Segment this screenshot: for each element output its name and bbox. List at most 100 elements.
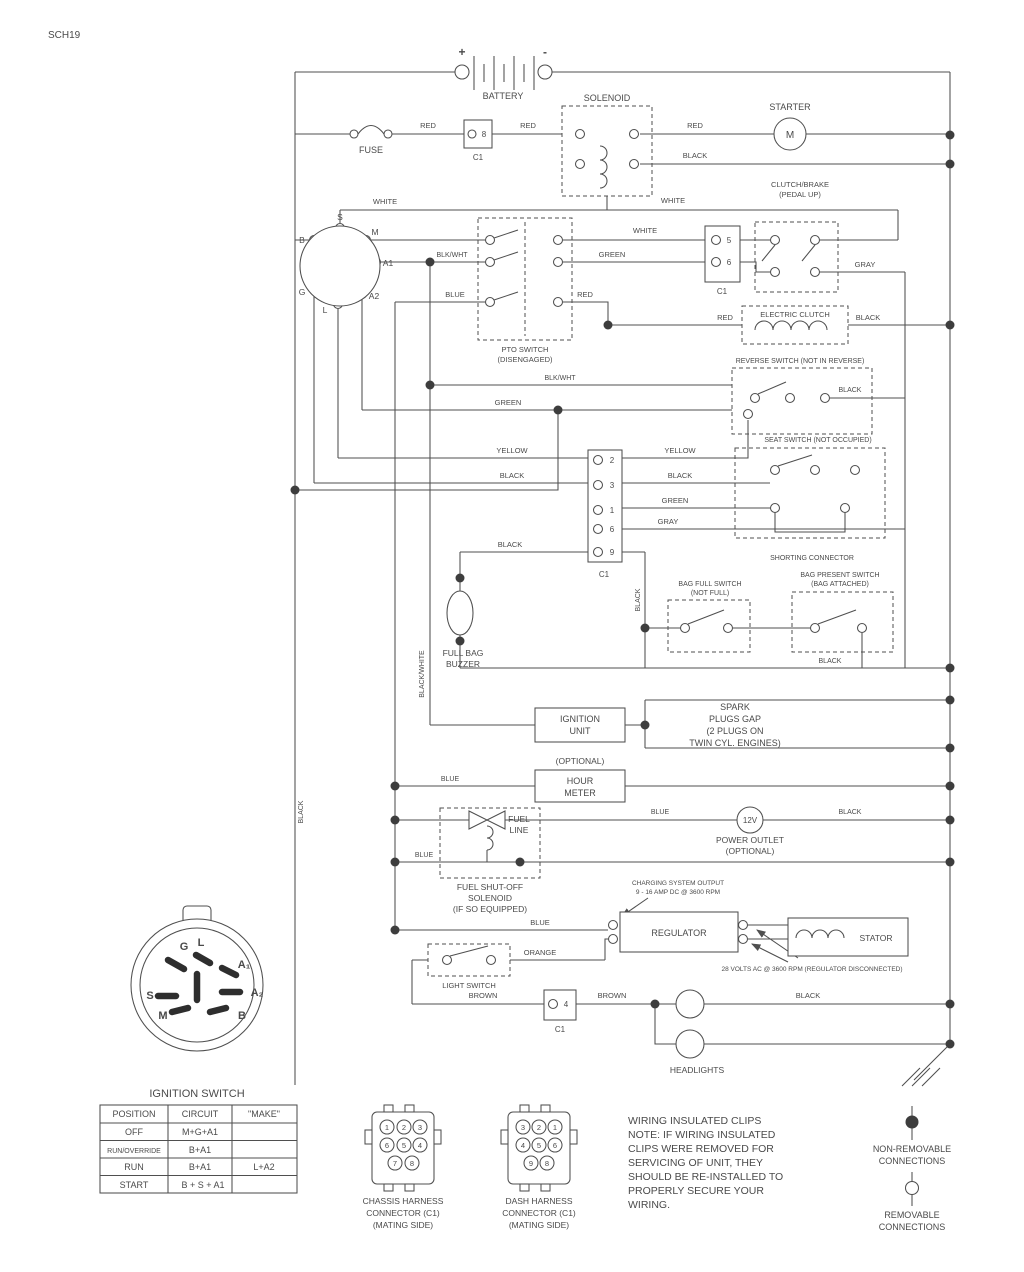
detail-terminal-m: M (158, 1010, 167, 1022)
wire-label-black: BLACK (819, 658, 842, 665)
terminal-label-g: G (299, 287, 306, 297)
fuel-solenoid-caption-1: FUEL SHUT-OFF (457, 882, 523, 892)
terminals (308, 64, 868, 1059)
connector-cavity (387, 1155, 403, 1171)
wire-label-black: BLACK (796, 991, 821, 1000)
junction-dot (640, 720, 650, 730)
pin-number: 6 (553, 1141, 557, 1150)
table-outline (99, 1104, 298, 1194)
pto-pin (552, 234, 564, 246)
connector-cavity (396, 1137, 412, 1153)
wire-label-black-vertical: BLACK (635, 588, 642, 611)
pin-number: 5 (402, 1141, 406, 1150)
connector-c1-label: C1 (717, 287, 728, 296)
detail-terminal-s: S (146, 990, 153, 1002)
connector-cavity (396, 1119, 412, 1135)
pto-label-2: (DISENGAGED) (497, 355, 553, 364)
terminal-label-a1: A1 (383, 258, 394, 268)
pin-number: 4 (418, 1141, 422, 1150)
bus-dot (945, 815, 955, 825)
headlights-label: HEADLIGHTS (670, 1065, 725, 1075)
bus-dot (945, 663, 955, 673)
solenoid-pin (574, 158, 586, 170)
bus-dot (945, 320, 955, 330)
bus-dot (945, 857, 955, 867)
wiring-paths (294, 71, 951, 1085)
chassis-caption-1: CHASSIS HARNESS (363, 1196, 444, 1206)
fuel-solenoid-caption-2: SOLENOID (468, 893, 512, 903)
clutch-brake-box (754, 221, 839, 293)
fuel-line-label-2: LINE (510, 825, 529, 835)
solenoid-pin (628, 128, 640, 140)
junction-dot (640, 623, 650, 633)
junction-dot (455, 573, 465, 583)
legend-non-removable-1: NON-REMOVABLE (873, 1144, 951, 1154)
non-removable-connection-icon (905, 1115, 919, 1129)
fuel-solenoid-box (439, 807, 541, 879)
table-cell: B + S + A1 (181, 1180, 224, 1190)
detail-terminal-g: G (180, 941, 189, 953)
power-outlet-label-2: (OPTIONAL) (726, 846, 775, 856)
labels: SCH19 + - BATTERY FUSE RED 8 C1 RED SOLE… (48, 30, 903, 1075)
clutch-brake-pin (809, 266, 821, 278)
regulator-pin (607, 919, 619, 931)
pto-pin (484, 256, 496, 268)
strip-pin (592, 454, 604, 466)
stator-arrow-1 (751, 943, 789, 963)
battery-minus-label: - (543, 45, 547, 59)
wire-label-blackwhite-vertical: BLACK/WHITE (419, 650, 426, 698)
connector-cavity (404, 1155, 420, 1171)
clutch-brake-label-1: CLUTCH/BRAKE (771, 180, 829, 189)
terminal-label-l: L (323, 305, 328, 315)
battery-label: BATTERY (483, 91, 524, 101)
junction-dot (290, 485, 300, 495)
detail-terminal-b: B (238, 1010, 246, 1022)
light-switch-pin (485, 954, 497, 966)
pin-number: 3 (521, 1123, 525, 1132)
spark-label-3: (2 PLUGS ON (706, 726, 763, 736)
connector-cavity (531, 1119, 547, 1135)
detail-terminal-a2: A₂ (251, 987, 264, 999)
spark-label-4: TWIN CYL. ENGINES) (689, 738, 781, 748)
buzzer-label-2: BUZZER (446, 659, 480, 669)
chassis-caption-3: (MATING SIDE) (373, 1220, 433, 1230)
wire-label-red: RED (520, 121, 536, 130)
wire-label-orange: ORANGE (524, 948, 557, 957)
seat-switch-pin (769, 464, 781, 476)
fuel-solenoid-caption-3: (IF SO EQUIPPED) (453, 904, 527, 914)
junction-dot (425, 380, 435, 390)
pto-pin (484, 296, 496, 308)
switch-inner-ring (139, 927, 255, 1043)
wire-label-red: RED (577, 290, 593, 299)
note-line: NOTE: IF WIRING INSULATED (628, 1129, 776, 1141)
connector-tab (540, 1104, 551, 1113)
pto-label-1: PTO SWITCH (502, 345, 549, 354)
seat-switch-pin (769, 502, 781, 514)
connector-tab (540, 1183, 551, 1192)
pin-number: 1 (553, 1123, 557, 1132)
connector-c1-label: C1 (599, 570, 610, 579)
reverse-switch-pin (742, 408, 754, 420)
solenoid-pin (574, 128, 586, 140)
light-switch-pin (441, 954, 453, 966)
clutch-brake-label-2: (PEDAL UP) (779, 190, 821, 199)
dash-caption-2: CONNECTOR (C1) (502, 1208, 576, 1218)
note-line: SERVICING OF UNIT, THEY (628, 1157, 763, 1169)
hour-meter-label-2: METER (564, 788, 596, 798)
seat-switch-pin (809, 464, 821, 476)
connector-5-6-box (704, 225, 741, 283)
power-outlet-label-1: POWER OUTLET (716, 835, 784, 845)
wire-label-blue: BLUE (445, 290, 465, 299)
wire-label-black: BLACK (683, 151, 708, 160)
note-line: SHOULD BE RE-INSTALLED TO (628, 1171, 783, 1183)
wire-label-blue: BLUE (651, 809, 670, 816)
connector-4-pin (547, 998, 559, 1010)
battery-positive-terminal (454, 64, 470, 80)
terminal-label-b: B (299, 235, 305, 245)
ignition-switch-title: IGNITION SWITCH (149, 1088, 244, 1100)
c1-strip-box (587, 449, 623, 563)
pin-number: 2 (402, 1123, 406, 1132)
wire-label-red: RED (687, 121, 703, 130)
wire-label-black: BLACK (839, 809, 862, 816)
solenoid-pin (628, 158, 640, 170)
